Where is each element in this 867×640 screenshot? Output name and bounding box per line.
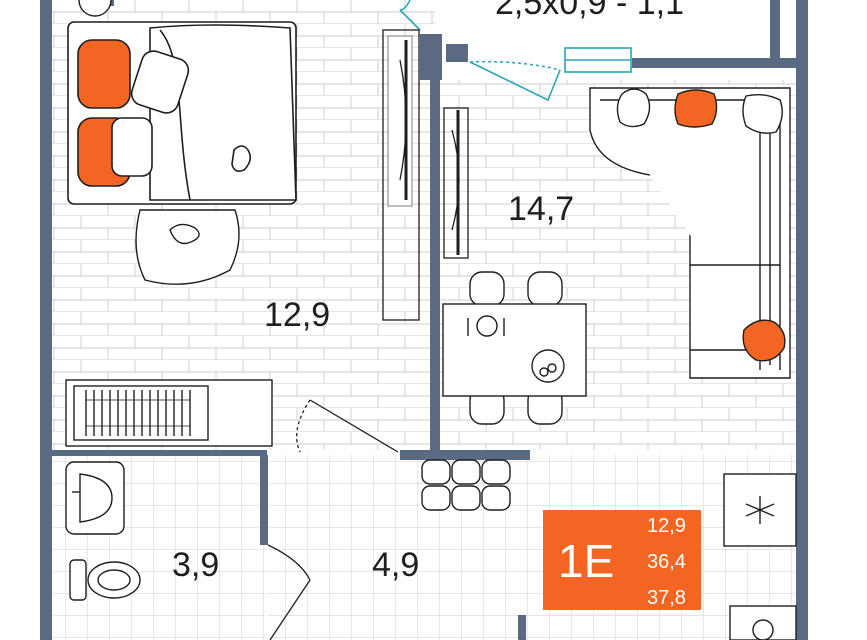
fridge (723, 473, 797, 547)
cushion-white-1 (616, 88, 651, 128)
walls (40, 0, 808, 640)
bathroom-door (267, 544, 311, 640)
wall-top-right-inner (770, 0, 780, 60)
dining-set (442, 271, 587, 425)
wardrobe (382, 29, 420, 321)
balcony-door (399, 0, 632, 102)
wall-hall-top (400, 450, 530, 460)
apartment-badge: 1E 12,9 36,4 37,8 (543, 510, 701, 610)
bedroom-door (296, 399, 399, 453)
hall-floor (268, 455, 520, 640)
hall-bench (421, 459, 511, 511)
bed (67, 21, 297, 205)
wall-top-right (632, 58, 808, 68)
hall-area-label: 4,9 (372, 546, 419, 584)
cushion-orange-2 (742, 319, 786, 362)
toilet (69, 559, 141, 601)
pillow-white-1 (130, 50, 190, 114)
radiator (65, 379, 273, 447)
wall-bath-right (260, 455, 268, 545)
nightstand-lamp (78, 0, 112, 17)
pillow-orange-1 (77, 39, 131, 109)
badge-type: 1E (558, 535, 614, 587)
wall-kitchen-left (518, 615, 526, 640)
wall-left (40, 0, 52, 640)
living-area-label: 14,7 (508, 190, 574, 228)
wall-bath-top (52, 450, 267, 456)
tv-unit (443, 107, 469, 259)
wall-right (796, 0, 808, 640)
chair (527, 271, 563, 307)
plate-icon (476, 315, 498, 337)
badge-living-area: 12,9 (647, 515, 686, 537)
stove (729, 605, 797, 640)
sink (65, 461, 125, 535)
rug (135, 209, 240, 285)
balcony-size-label: 2,5x0,9 - 1,1 (495, 0, 684, 22)
sofa (589, 87, 791, 379)
dining-table (442, 303, 587, 397)
cushion-white-2 (742, 93, 783, 134)
cushion-orange-1 (674, 89, 718, 128)
badge-total-area: 36,4 (647, 551, 686, 573)
badge-background (543, 510, 701, 610)
chair (469, 271, 505, 307)
wall-top-mid-cap (446, 44, 468, 62)
wall-partition-vertical (430, 60, 440, 455)
pillow-white-2 (111, 117, 153, 177)
bathroom-area-label: 3,9 (172, 546, 219, 584)
badge-full-area: 37,8 (647, 587, 686, 609)
bedroom-area-label: 12,9 (264, 296, 330, 334)
